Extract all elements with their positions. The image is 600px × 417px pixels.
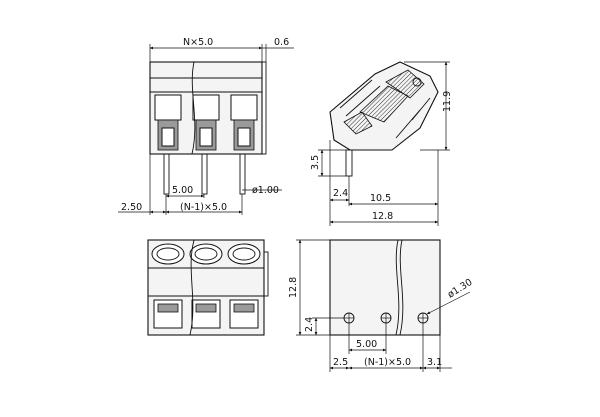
- pcb-hole-2: [380, 312, 392, 324]
- bottom-screw-2: [189, 243, 223, 265]
- dim-pin-diameter: ø1.00: [252, 185, 279, 196]
- bottom-screw-1: [151, 243, 185, 265]
- pcb-footprint: [329, 239, 441, 336]
- dim-front-pitch: 5.00: [172, 185, 193, 196]
- front-break-line: [191, 61, 196, 155]
- dim-pcb-height: 12.8: [288, 277, 299, 298]
- front-pin-2: [201, 153, 208, 195]
- dim-pcb-pitch-total: (N-1)×5.0: [364, 357, 411, 368]
- front-cell-2: [192, 94, 220, 151]
- pcb-break-line: [395, 239, 400, 336]
- pcb-layout-view: 12.8 2.4 5.00 2.5 (N-1)×5.0 3.1 ø1.30: [288, 239, 474, 372]
- dim-width-top: N×5.0: [183, 37, 213, 48]
- front-cell-1: [154, 94, 182, 151]
- dim-front-left-offset: 2.50: [121, 202, 142, 213]
- bottom-screw-3: [227, 243, 261, 265]
- dim-pcb-pitch: 5.00: [356, 339, 377, 350]
- side-view: 11.9 3.5 2.4 10.5 12.8: [310, 61, 453, 226]
- side-pin: [345, 149, 353, 177]
- front-view: N×5.0 0.6 5.00 ø1.00 2.50 (N-1)×5.0: [118, 37, 294, 215]
- pcb-hole-1: [343, 312, 355, 324]
- dim-side-pin-offset: 2.4: [333, 188, 348, 199]
- dim-side-height: 11.9: [442, 91, 453, 112]
- dim-side-depth-partial: 10.5: [370, 193, 391, 204]
- dim-side-pin-length: 3.5: [310, 155, 321, 170]
- dim-front-pitch-total: (N-1)×5.0: [180, 202, 227, 213]
- bottom-view: [147, 239, 269, 336]
- dim-pcb-right: 3.1: [427, 357, 442, 368]
- front-cell-3: [230, 94, 258, 151]
- front-pin-3: [239, 153, 246, 195]
- dim-offset-top: 0.6: [274, 37, 289, 48]
- dim-side-depth-total: 12.8: [372, 211, 393, 222]
- dim-pcb-hole-offset: 2.4: [304, 317, 315, 332]
- front-pin-1: [163, 153, 170, 195]
- pcb-hole-3: [417, 312, 429, 324]
- bottom-break-line: [189, 239, 195, 336]
- dim-pcb-left: 2.5: [333, 357, 348, 368]
